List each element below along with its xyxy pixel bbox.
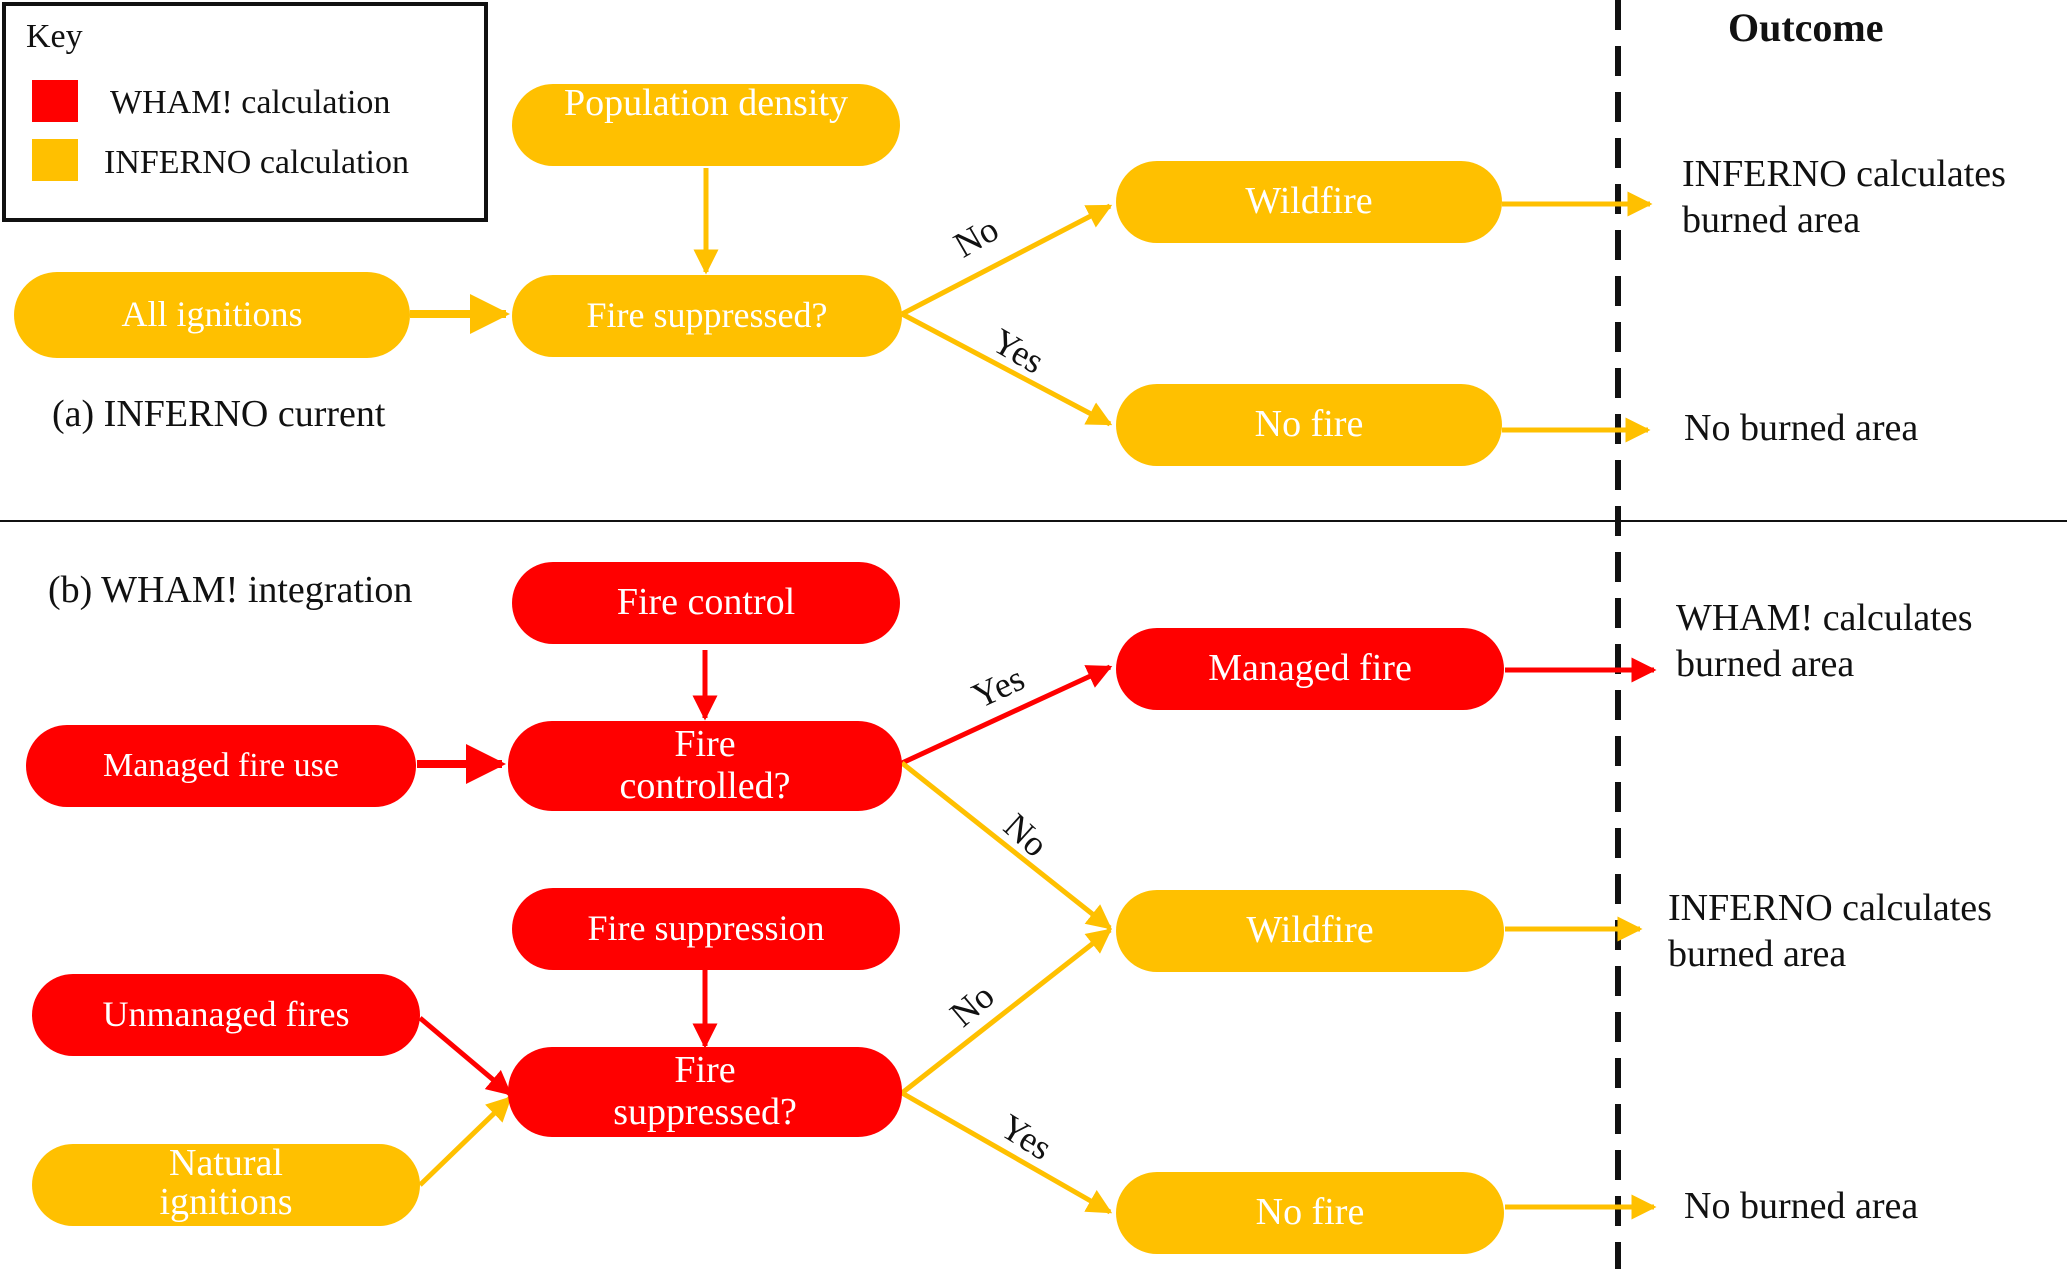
outcome-b-wildfire-line1: INFERNO calculates — [1668, 887, 1992, 929]
node-no-fire-a: No fire — [1116, 384, 1502, 466]
node-managed-fire-use: Managed fire use — [26, 725, 416, 807]
legend-label-wham: WHAM! calculation — [110, 84, 391, 121]
legend-label-inferno: INFERNO calculation — [104, 144, 409, 181]
outcome-b-nofire: No burned area — [1684, 1185, 1919, 1227]
node-fire-control: Fire control — [512, 562, 900, 644]
outcome-b-wildfire-line2: burned area — [1668, 932, 1847, 975]
node-wildfire-a: Wildfire — [1116, 161, 1502, 243]
node-managed-fire: Managed fire — [1116, 628, 1504, 710]
arrow-b-no-to-wildfire — [900, 761, 1112, 930]
outcome-b-wildfire: INFERNO calculates burned area — [1668, 886, 1992, 977]
outcome-b-managed: WHAM! calculates burned area — [1676, 596, 1973, 687]
node-population-density: Population density — [512, 84, 900, 166]
node-fire-suppressed-a: Fire suppressed? — [512, 275, 902, 357]
legend: Key WHAM! calculation INFERNO calculatio… — [2, 2, 488, 222]
outcome-a-wildfire: INFERNO calculates burned area — [1682, 152, 2006, 243]
outcome-b-managed-line2: burned area — [1676, 642, 1855, 685]
arrow-c-yes-to-nofire — [900, 1090, 1113, 1215]
node-all-ignitions: All ignitions — [14, 272, 410, 358]
node-unmanaged-fires: Unmanaged fires — [32, 974, 420, 1056]
outcome-a-nofire: No burned area — [1684, 407, 1919, 449]
panel-b-label: (b) WHAM! integration — [48, 569, 413, 611]
arrow-c-no-to-wildfire — [900, 928, 1112, 1095]
legend-swatch-wham — [32, 80, 78, 122]
outcome-b-managed-line1: WHAM! calculates — [1676, 597, 1973, 639]
outcome-a-wildfire-line1: INFERNO calculates — [1682, 153, 2006, 195]
node-wildfire-b: Wildfire — [1116, 890, 1504, 972]
node-fire-suppression: Fire suppression — [512, 888, 900, 970]
outcome-header: Outcome — [1728, 5, 1884, 50]
arrow-unmanaged-to-suppressed — [418, 1016, 512, 1096]
outcome-a-wildfire-line2: burned area — [1682, 198, 1861, 241]
arrow-b-yes-to-managed — [900, 664, 1113, 766]
legend-title: Key — [26, 18, 83, 55]
arrow-a-no-to-wildfire — [900, 203, 1113, 317]
arrow-a-yes-to-nofire — [900, 311, 1113, 427]
panel-a-label: (a) INFERNO current — [52, 393, 386, 435]
arrow-natural-to-suppressed — [418, 1096, 512, 1187]
legend-swatch-inferno — [32, 139, 78, 181]
node-no-fire-b: No fire — [1116, 1172, 1504, 1254]
